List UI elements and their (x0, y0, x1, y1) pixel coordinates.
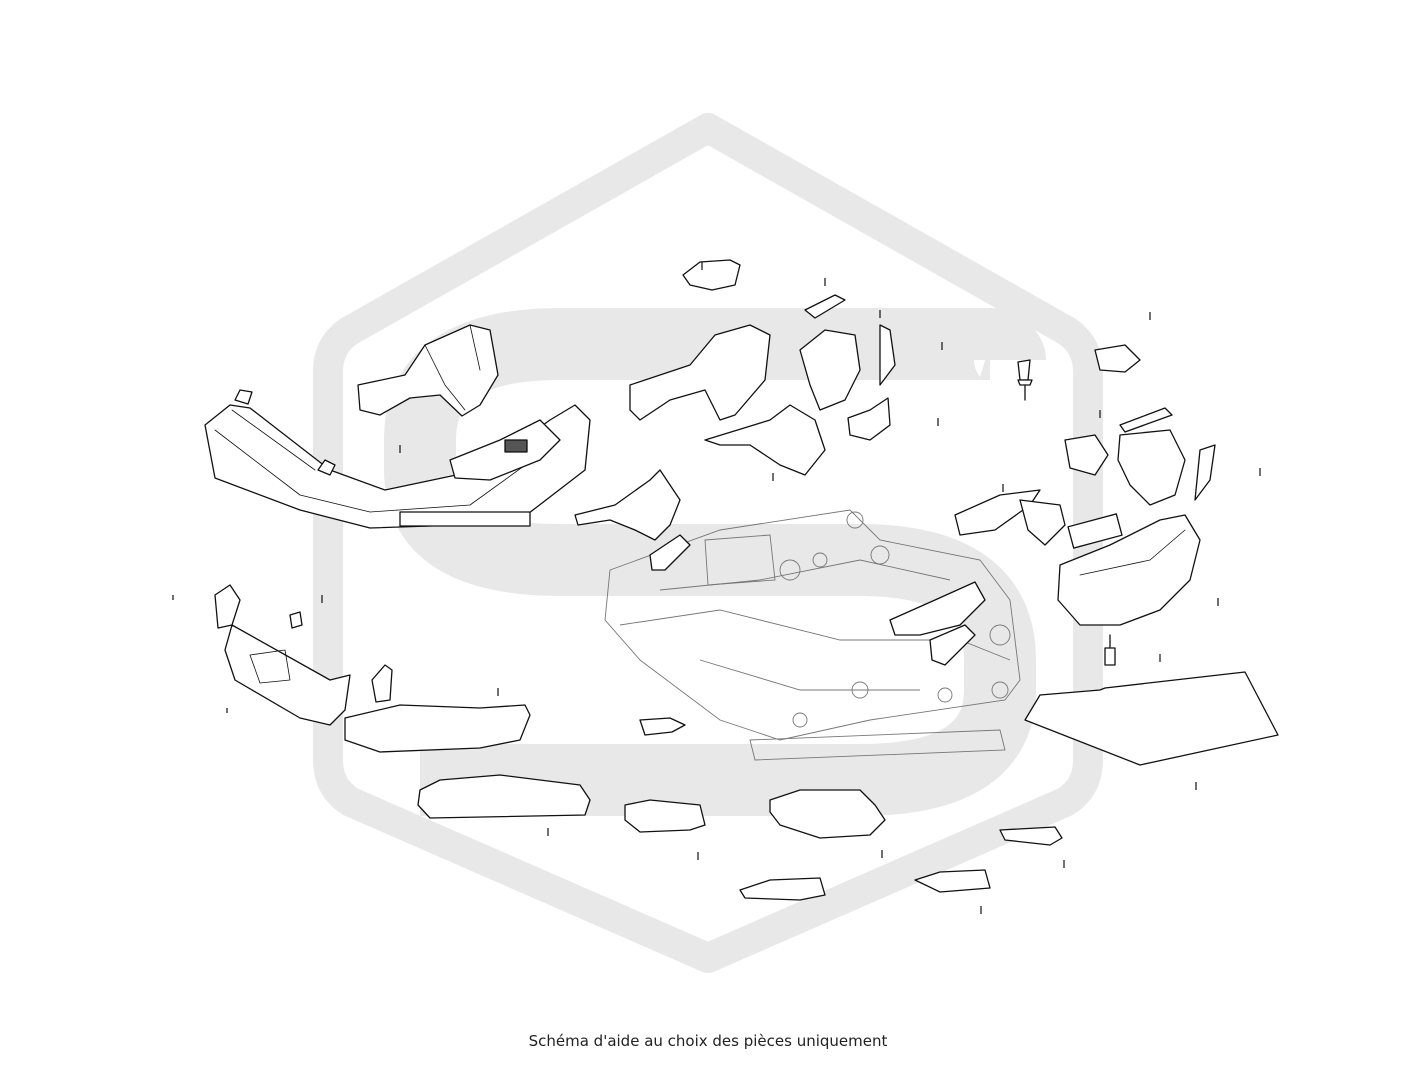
lower-center-parts (417, 717, 1063, 901)
frame-brackets (649, 489, 1066, 666)
upper-right-brackets (799, 324, 1216, 506)
upper-left-side-trim (204, 389, 591, 529)
upper-left-curved-cover (357, 324, 499, 417)
exploded-parts-diagram (172, 113, 1279, 973)
diagram-caption: Schéma d'aide au choix des pièces unique… (528, 1032, 888, 1050)
fasteners (1017, 379, 1116, 666)
watermark-logo (313, 113, 1103, 973)
lower-left-parts (214, 584, 531, 753)
right-side-cover (1057, 513, 1201, 626)
part-callout-ticks (172, 262, 1261, 914)
seat-frame-assembly (604, 509, 1021, 761)
upper-center-trims (574, 259, 846, 541)
center-switch-bezel (449, 419, 561, 481)
right-floor-panel (1024, 671, 1279, 766)
